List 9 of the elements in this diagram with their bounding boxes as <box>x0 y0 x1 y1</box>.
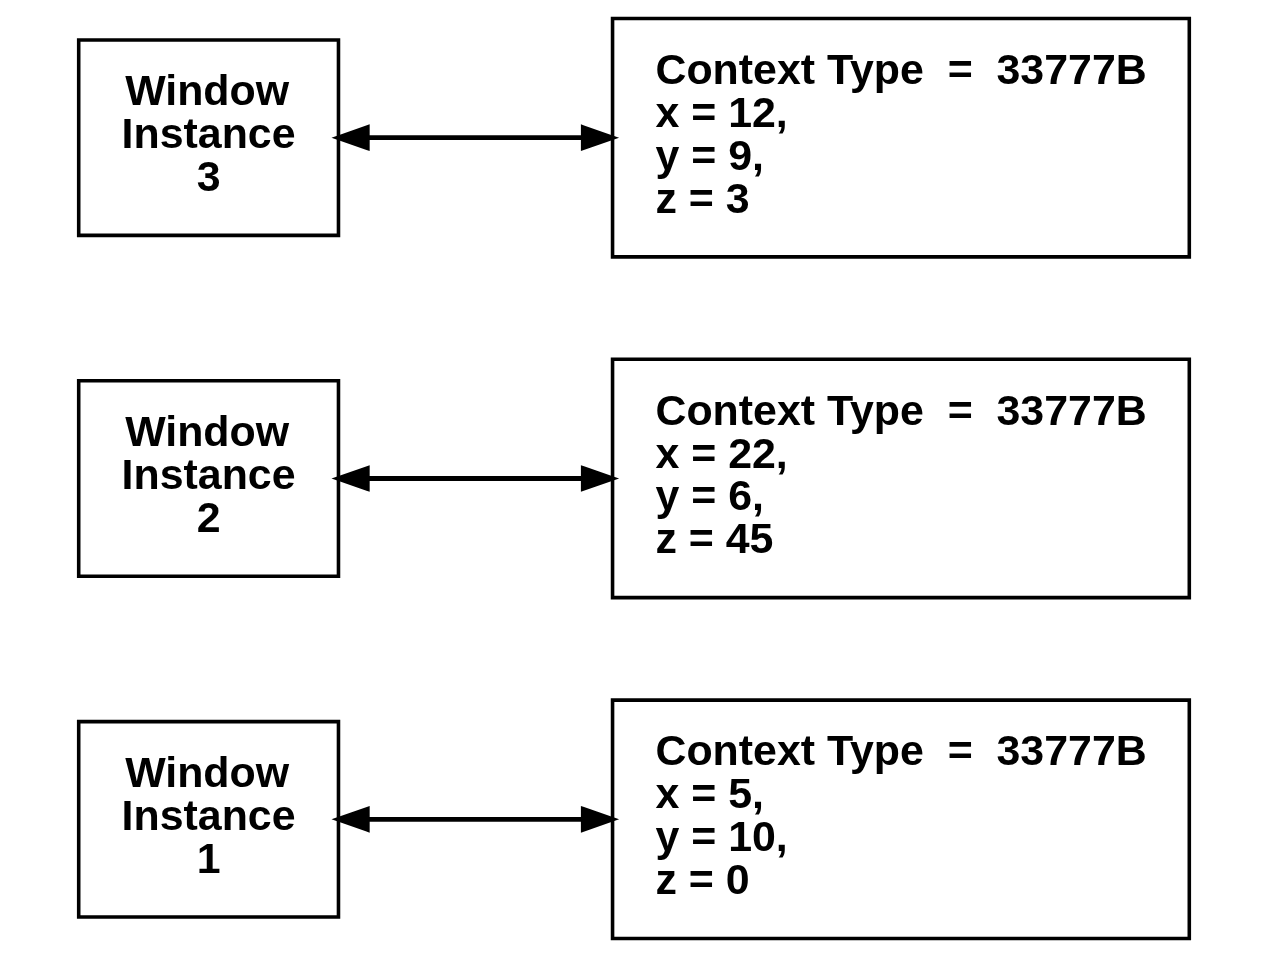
arrow <box>331 123 620 151</box>
node-box: Context Type = 33777B x = 22, y = 6, z = 45 <box>610 357 1192 599</box>
node-box: Context Type = 33777B x = 12, y = 9, z = 3 <box>610 16 1192 259</box>
node-box: Context Type = 33777B x = 5, y = 10, z = 0 <box>610 697 1192 940</box>
node-box: Window Instance 3 <box>76 37 341 237</box>
node-box: Window Instance 2 <box>76 378 341 578</box>
arrow <box>331 464 620 492</box>
node-box: Window Instance 1 <box>76 719 341 919</box>
arrow <box>331 805 620 833</box>
